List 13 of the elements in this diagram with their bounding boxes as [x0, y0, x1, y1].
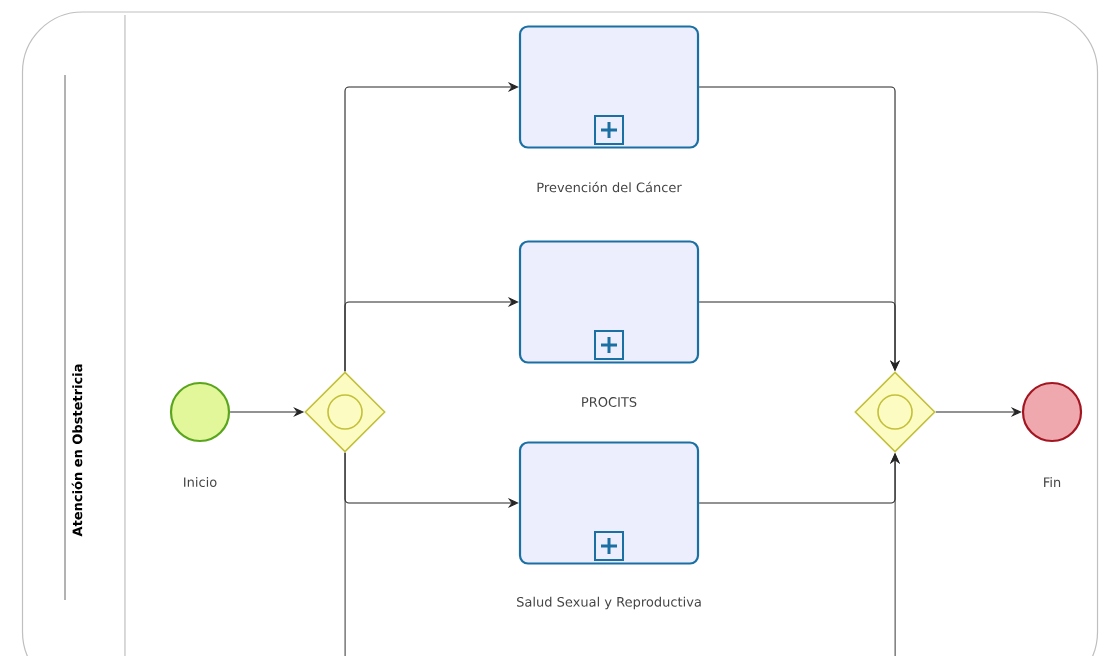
- subprocess-box: [518, 25, 700, 149]
- node-label: Inicio: [184, 476, 217, 488]
- node-label: PROCITS: [582, 397, 637, 407]
- node-label: Prevención del Cáncer: [537, 181, 682, 193]
- subprocess-box: [518, 240, 700, 364]
- gateway-diamond: [854, 371, 936, 453]
- event-circle: [1021, 381, 1083, 443]
- arrow: [344, 296, 519, 372]
- subprocess-box: [518, 441, 700, 565]
- event-circle: [169, 381, 231, 443]
- node-label: Fin: [1044, 477, 1061, 487]
- node-label: Salud Sexual y Reproductiva: [517, 596, 701, 610]
- gateway-diamond: [304, 371, 386, 453]
